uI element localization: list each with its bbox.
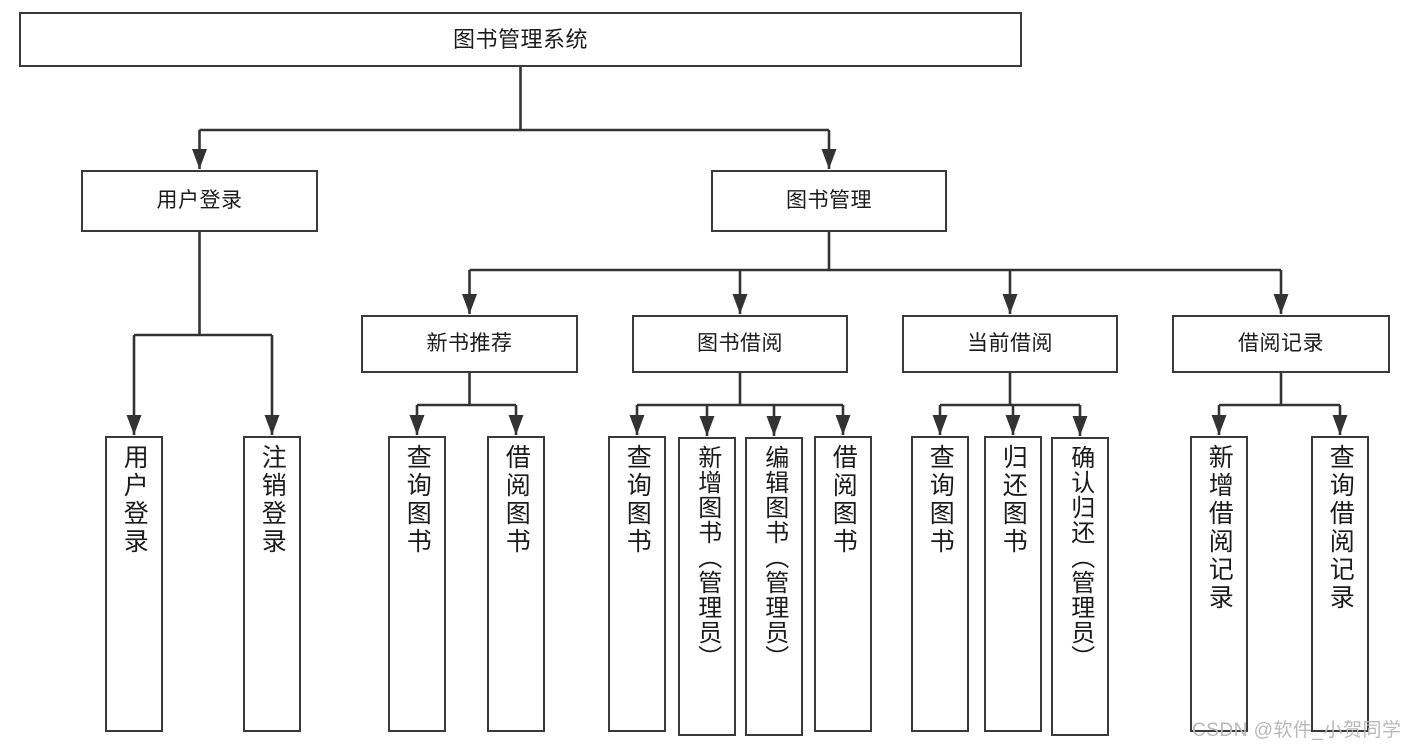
node-label: 新增借阅记录 — [1205, 444, 1234, 612]
arrowhead-icon — [1332, 415, 1348, 435]
arrowhead-icon — [732, 294, 748, 314]
node-records[interactable]: 借阅记录 — [1172, 315, 1390, 373]
node-bookmgmt[interactable]: 图书管理 — [711, 170, 947, 232]
arrowhead-icon — [409, 415, 425, 435]
node-root[interactable]: 图书管理系统 — [19, 12, 1022, 67]
arrowhead-icon — [1273, 294, 1289, 314]
arrowhead-icon — [264, 415, 280, 435]
node-l-borrow1[interactable]: 借阅图书 — [487, 436, 545, 732]
node-label: 借阅图书 — [829, 444, 858, 556]
arrowhead-icon — [766, 416, 782, 436]
arrowhead-icon — [1211, 415, 1227, 435]
node-l-edit[interactable]: 编辑图书（管理员） — [745, 437, 803, 736]
arrowhead-icon — [821, 149, 837, 169]
node-borrow[interactable]: 图书借阅 — [632, 315, 848, 373]
node-label: 图书管理 — [786, 188, 872, 212]
arrowhead-icon — [1005, 415, 1021, 435]
node-label: 查询图书 — [926, 444, 955, 556]
arrowhead-icon — [1002, 294, 1018, 314]
node-l-addrec[interactable]: 新增借阅记录 — [1190, 436, 1248, 732]
arrowhead-icon — [508, 415, 524, 435]
node-label: 查询图书 — [403, 444, 432, 556]
node-l-logout[interactable]: 注销登录 — [243, 436, 301, 732]
arrowhead-icon — [462, 294, 477, 314]
node-l-confirm[interactable]: 确认归还（管理员） — [1051, 437, 1109, 736]
node-label: 当前借阅 — [967, 331, 1053, 355]
node-label: 编辑图书（管理员） — [760, 445, 788, 670]
arrowhead-icon — [1072, 416, 1088, 436]
node-l-return[interactable]: 归还图书 — [984, 436, 1042, 732]
node-l-query1[interactable]: 查询图书 — [388, 436, 446, 732]
node-current[interactable]: 当前借阅 — [902, 315, 1118, 373]
node-l-queryrec[interactable]: 查询借阅记录 — [1311, 436, 1369, 732]
node-l-login[interactable]: 用户登录 — [105, 436, 163, 732]
node-label: 新增图书（管理员） — [693, 445, 721, 670]
watermark-text: CSDN @软件_小贺同学 — [1192, 720, 1402, 741]
node-label: 图书借阅 — [697, 331, 783, 355]
arrowhead-icon — [699, 416, 715, 436]
node-label: 用户登录 — [156, 188, 243, 212]
arrowhead-icon — [932, 415, 948, 435]
node-label: 借阅图书 — [502, 444, 531, 556]
arrowhead-icon — [126, 415, 142, 435]
node-label: 新书推荐 — [426, 331, 513, 355]
arrowhead-icon — [835, 415, 851, 435]
node-l-add[interactable]: 新增图书（管理员） — [678, 437, 736, 736]
node-newbook[interactable]: 新书推荐 — [361, 315, 578, 373]
node-l-query3[interactable]: 查询图书 — [911, 436, 969, 732]
node-l-query2[interactable]: 查询图书 — [608, 436, 666, 732]
arrowhead-icon — [192, 149, 207, 169]
node-label: 归还图书 — [999, 444, 1028, 556]
arrowhead-icon — [629, 415, 645, 435]
node-l-borrow2[interactable]: 借阅图书 — [814, 436, 872, 732]
node-label: 图书管理系统 — [452, 26, 588, 52]
node-login[interactable]: 用户登录 — [81, 170, 318, 232]
node-label: 确认归还（管理员） — [1066, 445, 1094, 670]
node-label: 注销登录 — [258, 444, 287, 556]
node-label: 用户登录 — [120, 444, 149, 556]
node-label: 借阅记录 — [1238, 331, 1324, 355]
node-label: 查询图书 — [623, 444, 652, 556]
node-label: 查询借阅记录 — [1326, 444, 1355, 612]
